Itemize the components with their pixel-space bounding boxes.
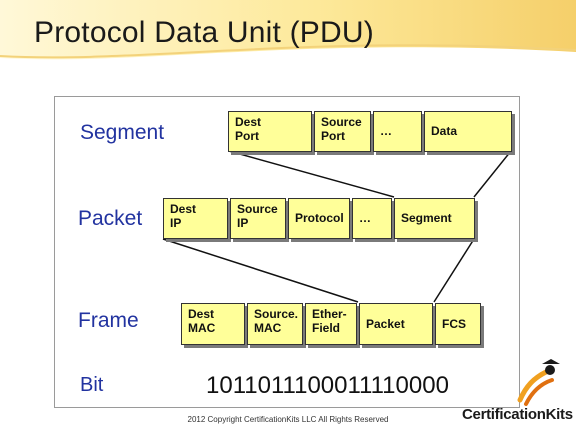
- packet-field-segment: Segment: [394, 198, 475, 239]
- frame-field-packet: Packet: [359, 303, 433, 345]
- certificationkits-logo: CertificationKits: [462, 406, 573, 423]
- packet-field-source-ip: Source IP: [230, 198, 286, 239]
- frame-field-dest-mac: Dest MAC: [181, 303, 245, 345]
- segment-field-ellipsis: …: [373, 111, 422, 152]
- segment-field-dest-port: Dest Port: [228, 111, 312, 152]
- copyright-footer: 2012 Copyright CertificationKits LLC All…: [187, 415, 389, 424]
- frame-field-fcs: FCS: [435, 303, 481, 345]
- header-wave: [0, 44, 576, 70]
- bit-label: Bit: [80, 374, 104, 396]
- packet-label: Packet: [78, 207, 143, 230]
- frame-field-ether-field: Ether- Field: [305, 303, 357, 345]
- packet-field-ellipsis: …: [352, 198, 392, 239]
- bit-stream: 1011011100011110000: [206, 372, 449, 399]
- frame-label: Frame: [78, 309, 139, 332]
- slide-title: Protocol Data Unit (PDU): [34, 16, 374, 49]
- packet-field-dest-ip: Dest IP: [163, 198, 228, 239]
- segment-field-data: Data: [424, 111, 512, 152]
- frame-field-source-mac: Source. MAC: [247, 303, 303, 345]
- segment-label: Segment: [80, 121, 165, 144]
- segment-field-source-port: Source Port: [314, 111, 371, 152]
- packet-field-protocol: Protocol: [288, 198, 350, 239]
- certificationkits-logo-icon: [517, 359, 560, 406]
